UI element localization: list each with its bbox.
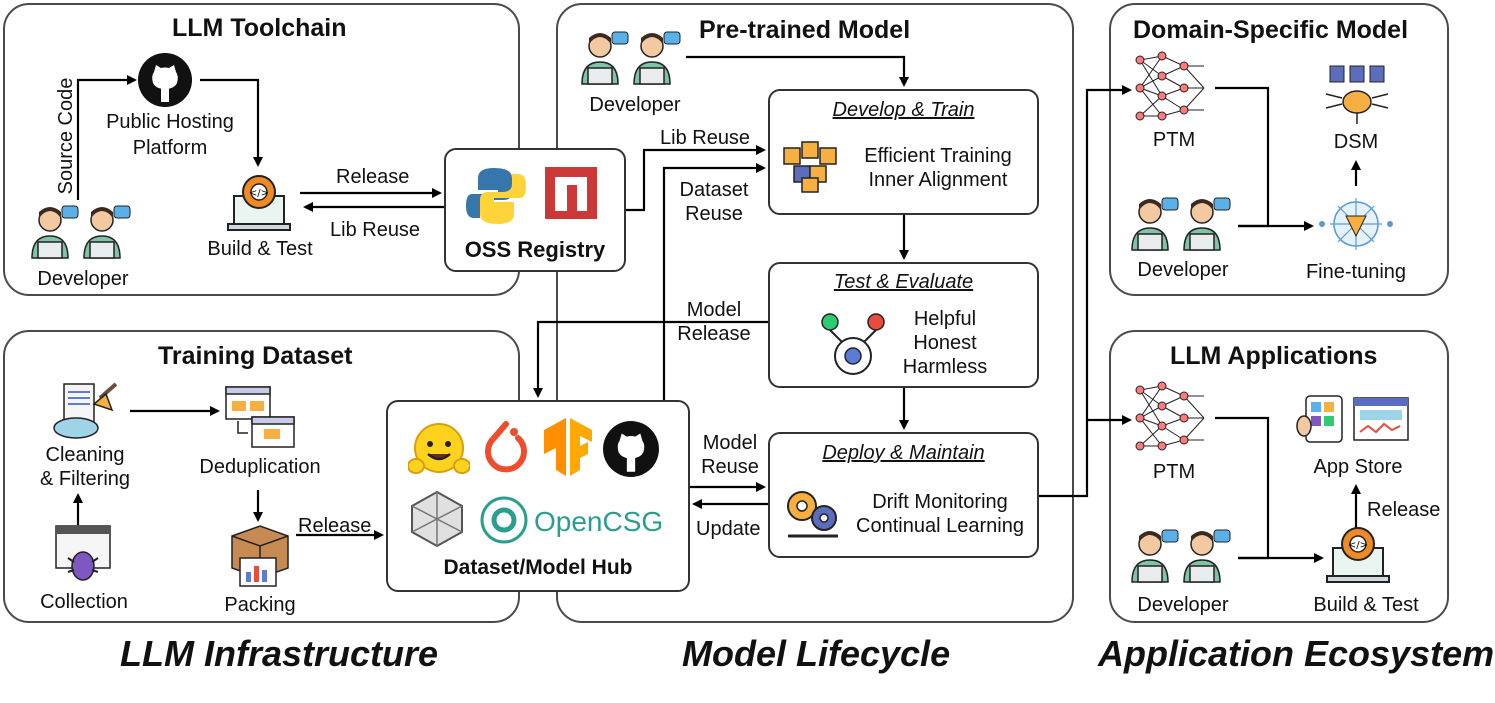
domain-developer-label: Developer [1137, 259, 1229, 281]
dedup-label: Deduplication [199, 456, 321, 478]
dataset-reuse-label: Dataset Reuse [679, 179, 749, 225]
cleaning-label: Cleaning & Filtering [39, 444, 131, 490]
test-evaluate-text: Helpful Honest Harmless [902, 308, 988, 378]
python-icon [466, 168, 526, 224]
test-evaluate-title: Test & Evaluate [833, 271, 974, 293]
hub-label: Dataset/Model Hub [443, 556, 633, 579]
lib-reuse-label: Lib Reuse [330, 219, 421, 241]
packing-box-icon [231, 525, 289, 587]
opencsg-label: OpenCSG [534, 506, 664, 537]
developer-icon [1131, 529, 1231, 583]
domain-specific-title: Domain-Specific Model [1133, 16, 1409, 44]
opencsg-logo-icon [480, 496, 528, 544]
gears-icon [787, 491, 838, 538]
apps-build-test-label: Build & Test [1313, 594, 1419, 616]
cubes-icon [783, 141, 837, 193]
neural-network-icon [1135, 381, 1205, 451]
developer-icon [1131, 197, 1231, 251]
collection-label: Collection [40, 591, 128, 613]
fine-tuning-icon [1319, 198, 1393, 250]
github-icon [603, 421, 659, 477]
deduplication-icon [225, 386, 295, 448]
toolchain-developer-label: Developer [37, 268, 129, 290]
test-evaluate-box [768, 262, 1039, 388]
model-release-label: Model Release [677, 299, 751, 345]
app-store-icon [1296, 395, 1409, 443]
fine-tuning-label: Fine-tuning [1305, 261, 1407, 283]
source-code-label: Source Code [55, 77, 77, 195]
hosting-platform-label: Public Hosting Platform [106, 111, 234, 159]
npm-icon [545, 167, 597, 219]
svg-text:</>: </> [1348, 540, 1368, 551]
model-reuse-label: Model Reuse [701, 432, 759, 478]
toolchain-title: LLM Toolchain [172, 14, 347, 42]
cleaning-icon [53, 382, 118, 439]
svg-text:</>: </> [249, 188, 269, 199]
dsm-label: DSM [1333, 131, 1379, 153]
developer-icon [31, 205, 131, 259]
release-label: Release [336, 166, 410, 188]
deploy-maintain-text: Drift Monitoring Continual Learning [856, 491, 1024, 537]
update-label: Update [696, 518, 761, 540]
llm-infrastructure-caption: LLM Infrastructure [120, 633, 439, 674]
develop-train-text: Efficient Training Inner Alignment [864, 145, 1012, 191]
huggingface-icon [408, 423, 470, 474]
apps-release-label: Release [1367, 499, 1441, 521]
llm-applications-title: LLM Applications [1170, 342, 1378, 370]
domain-ptm-label: PTM [1152, 129, 1196, 151]
toolchain-build-test-label: Build & Test [207, 238, 313, 260]
collection-bug-icon [55, 525, 111, 581]
packing-label: Packing [224, 594, 296, 616]
neural-network-icon [1135, 51, 1205, 121]
model-lifecycle-caption: Model Lifecycle [682, 633, 951, 674]
tensorflow-icon [544, 418, 592, 476]
deploy-maintain-title: Deploy & Maintain [822, 442, 985, 464]
github-icon [138, 53, 192, 107]
apps-ptm-label: PTM [1152, 461, 1196, 483]
build-test-icon: </> [1326, 527, 1390, 583]
pytorch-icon [485, 421, 527, 473]
app-store-label: App Store [1313, 456, 1403, 478]
training-dataset-title: Training Dataset [158, 342, 353, 370]
develop-train-title: Develop & Train [832, 99, 975, 121]
evaluate-gear-icon [821, 313, 885, 375]
polyhedron-icon [411, 490, 463, 548]
oss-registry-label: OSS Registry [464, 237, 606, 262]
application-ecosystem-caption: Application Ecosystem [1098, 633, 1495, 674]
developer-icon [581, 31, 681, 85]
dsm-icon [1325, 65, 1389, 124]
build-test-icon: </> [227, 175, 291, 231]
pretrained-model-title: Pre-trained Model [699, 16, 911, 44]
lifecycle-lib-reuse-label: Lib Reuse [660, 127, 751, 149]
dataset-release-label: Release [298, 515, 372, 537]
lifecycle-developer-label: Developer [589, 94, 681, 116]
apps-developer-label: Developer [1137, 594, 1229, 616]
